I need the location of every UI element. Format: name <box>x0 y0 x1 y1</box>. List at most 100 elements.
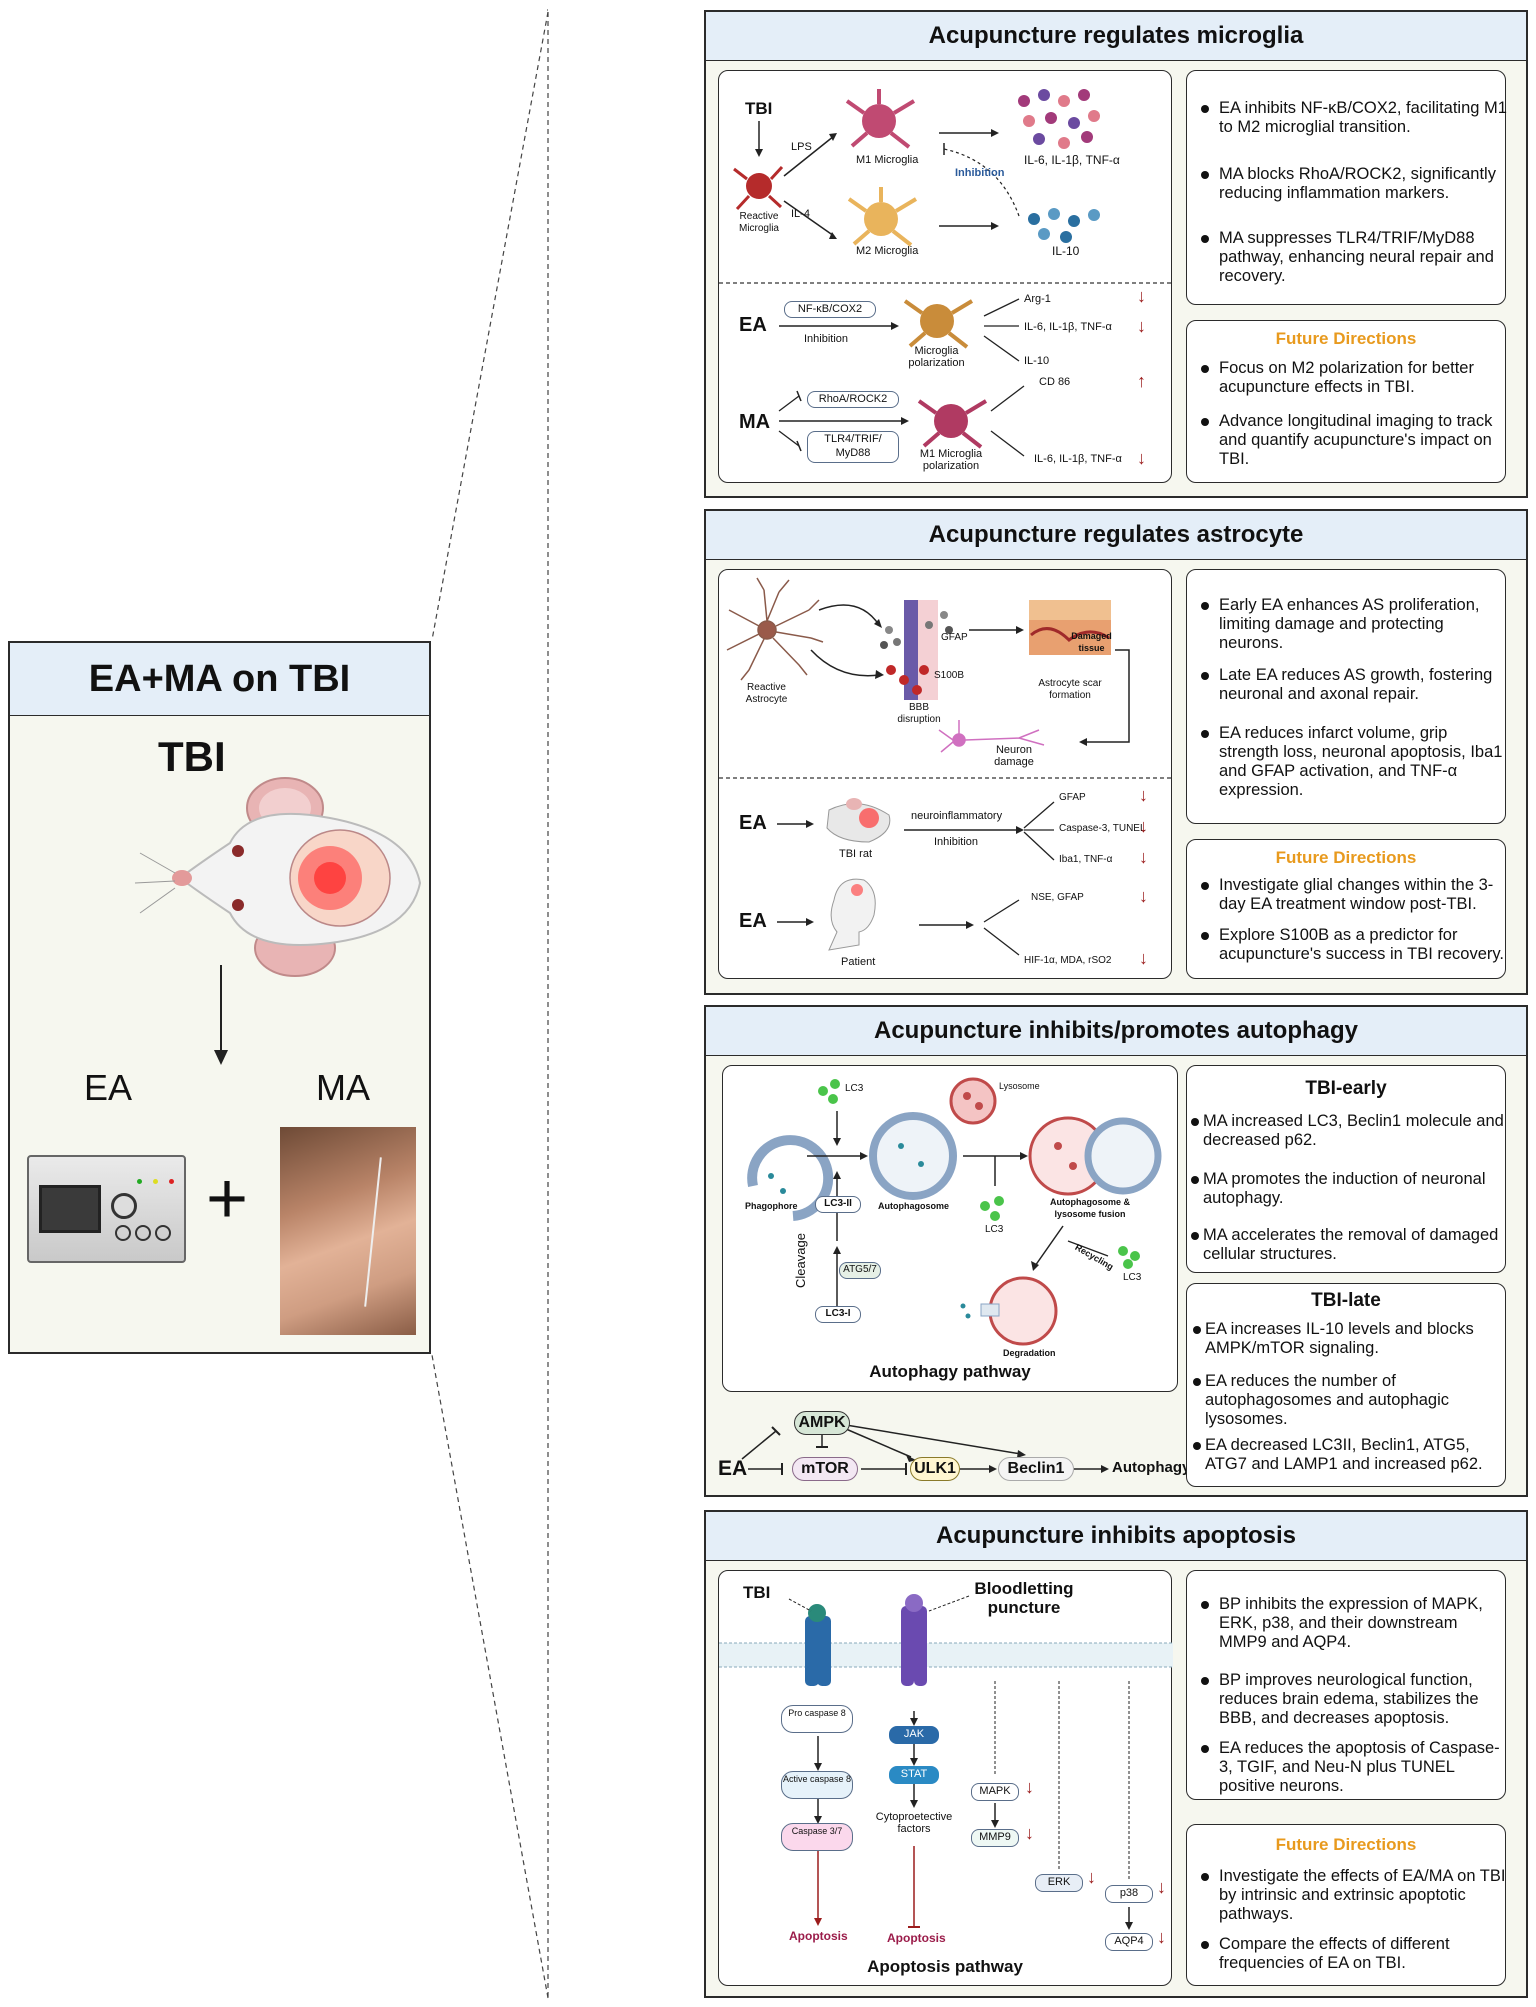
apoptosis-label-1: Apoptosis <box>789 1929 848 1943</box>
microglia-bullet-3: MA suppresses TLR4/TRIF/MyD88 pathway, e… <box>1199 229 1509 286</box>
patient-label: Patient <box>841 956 876 968</box>
microglia-future-box: Future Directions Focus on M2 polarizati… <box>1186 320 1506 483</box>
scar-label: Astrocyte scar formation <box>1038 678 1102 701</box>
gfap-label: GFAP <box>941 632 968 643</box>
bp-label: Bloodletting puncture <box>974 1579 1074 1617</box>
astrocyte-title: Acupuncture regulates astrocyte <box>706 511 1526 560</box>
tbi-rat-label: TBI rat <box>839 848 873 860</box>
p38-down-arrow: ↓ <box>1157 1877 1166 1897</box>
ma-cyto-down-arrow: ↓ <box>1137 448 1146 468</box>
damaged-tissue-icon <box>1029 600 1111 655</box>
tbi-rat-icon <box>826 798 891 843</box>
hif-down-arrow: ↓ <box>1139 948 1148 968</box>
neuroinflammatory-label: neuroinflammatory <box>911 810 1003 822</box>
tbi-late-title: TBI-late <box>1311 1290 1381 1311</box>
microglia-future-title: Future Directions <box>1275 329 1417 348</box>
apoptosis-future-1: Investigate the effects of EA/MA on TBI … <box>1199 1867 1509 1924</box>
nfkb-cox2-pill: NF-κB/COX2 <box>784 301 876 318</box>
apoptosis-diagram-box: TBI Bloodletting puncture Pro caspase 8 … <box>718 1570 1173 1986</box>
tlr4-pill: TLR4/TRIF/ MyD88 <box>807 431 899 463</box>
mtor-pill: mTOR <box>792 1457 858 1481</box>
phagophore-label: Phagophore <box>745 1201 798 1211</box>
pro-caspase8-pill: Pro caspase 8 <box>781 1705 853 1733</box>
m1-microglia-icon <box>845 89 916 149</box>
nse-gfap-label: NSE, GFAP <box>1031 892 1084 903</box>
il4-label: IL-4 <box>791 208 810 220</box>
microglia-bullet-2: MA blocks RhoA/ROCK2, significantly redu… <box>1199 165 1509 203</box>
reactive-microglia-icon <box>733 165 784 211</box>
apoptosis-future-2: Compare the effects of different frequen… <box>1199 1935 1509 1973</box>
microglia-future-1: Focus on M2 polarization for better acup… <box>1199 359 1509 397</box>
astrocyte-bullet-3: EA reduces infarct volume, grip strength… <box>1199 724 1509 800</box>
rat-head-icon <box>134 777 422 977</box>
p38-pill: p38 <box>1105 1885 1153 1903</box>
ea-microglia-icon <box>903 299 974 349</box>
ea-text: EA <box>739 314 767 336</box>
lc3-dots-right <box>1118 1246 1140 1269</box>
ea-text-1: EA <box>739 812 767 834</box>
apoptosis-bullet-2: BP improves neurological function, reduc… <box>1199 1671 1509 1728</box>
cleavage-label: Cleavage <box>793 1233 808 1288</box>
rhoa-rock2-pill: RhoA/ROCK2 <box>807 391 899 408</box>
lc3-top-label: LC3 <box>845 1083 864 1094</box>
stat-pill: STAT <box>889 1766 939 1784</box>
s100b-label: S100B <box>934 670 965 681</box>
ea-il10-label: IL-10 <box>1024 355 1050 367</box>
beclin1-pill: Beclin1 <box>998 1457 1074 1481</box>
lc3-dots-top <box>818 1079 840 1104</box>
microglia-arrows <box>719 89 1173 457</box>
ea-polarization-label: Microglia polarization <box>908 345 965 369</box>
mapk-down-arrow: ↓ <box>1025 1777 1034 1797</box>
tbi-early-title: TBI-early <box>1305 1078 1387 1099</box>
caspase37-pill: Caspase 3/7 <box>781 1823 853 1851</box>
tbi-late-3: EA decreased LC3II, Beclin1, ATG5, ATG7 … <box>1191 1436 1509 1474</box>
autophagy-diagram-box: LC3 Phagophore LC3-II Autophagosome Lyso… <box>722 1065 1178 1392</box>
erk-down-arrow: ↓ <box>1087 1867 1096 1887</box>
tbi-text: TBI <box>745 99 773 118</box>
reactive-astrocyte-label: Reactive Astrocyte <box>745 682 788 705</box>
hif-label: HIF-1α, MDA, rSO2 <box>1024 955 1112 966</box>
ea-cyto-label: IL-6, IL-1β, TNF-α <box>1024 321 1112 333</box>
autophagy-ea-text: EA <box>718 1457 748 1480</box>
m2-label: M2 Microglia <box>856 245 919 257</box>
m2-microglia-icon <box>847 187 918 247</box>
ma-cyto-label: IL-6, IL-1β, TNF-α <box>1034 453 1122 465</box>
autophagy-title: Acupuncture inhibits/promotes autophagy <box>706 1007 1526 1056</box>
astrocyte-bullet-1: Early EA enhances AS proliferation, limi… <box>1199 596 1509 653</box>
astrocyte-panel: Acupuncture regulates astrocyte <box>704 509 1528 995</box>
apoptosis-bullet-3: EA reduces the apoptosis of Caspase-3, T… <box>1199 1739 1509 1796</box>
apoptosis-title: Acupuncture inhibits apoptosis <box>706 1512 1526 1561</box>
apoptosis-future-box: Future Directions Investigate the effect… <box>1186 1824 1506 1986</box>
cd86-label: CD 86 <box>1039 376 1071 388</box>
apoptosis-panel: Acupuncture inhibits apoptosis TBI Blood… <box>704 1510 1528 1998</box>
astrocyte-findings-box: Early EA enhances AS proliferation, limi… <box>1186 569 1506 824</box>
arg1-down-arrow: ↓ <box>1137 286 1146 306</box>
aqp4-pill: AQP4 <box>1105 1933 1153 1951</box>
tbi-late-box: TBI-late EA increases IL-10 levels and b… <box>1186 1283 1506 1487</box>
degradation-label: Degradation <box>1003 1348 1056 1358</box>
fusion-label: Autophagosome & lysosome fusion <box>1050 1197 1130 1219</box>
ea-cyto-down-arrow: ↓ <box>1137 316 1146 336</box>
tbi-receptor-icon <box>805 1604 831 1686</box>
erk-pill: ERK <box>1035 1874 1083 1892</box>
tbi-label: TBI <box>158 733 226 780</box>
m1-label: M1 Microglia <box>856 154 919 166</box>
ma-polarization-label: M1 Microglia polarization <box>919 448 983 472</box>
caspase-down-arrow: ↓ <box>1139 816 1148 836</box>
autophagy-pathway-label: Autophagy pathway <box>869 1362 1031 1381</box>
mapk-pill: MAPK <box>971 1783 1019 1801</box>
aqp4-down-arrow: ↓ <box>1157 1927 1166 1947</box>
iba1-label: Iba1, TNF-α <box>1059 854 1113 865</box>
apoptosis-pathway-label: Apoptosis pathway <box>867 1957 1023 1976</box>
ea-device-icon <box>27 1155 186 1263</box>
bbb-label: BBB disruption <box>897 702 941 725</box>
caspase-tunel-label: Caspase-3, TUNEL <box>1059 823 1146 834</box>
ma-label: MA <box>316 1067 370 1108</box>
astrocyte-future-box: Future Directions Investigate glial chan… <box>1186 839 1506 979</box>
patient-icon <box>828 878 876 951</box>
autophagy-panel: Acupuncture inhibits/promotes autophagy … <box>704 1005 1528 1497</box>
apoptosis-label-2: Apoptosis <box>887 1931 946 1945</box>
ea-inhibition-label: Inhibition <box>804 333 849 345</box>
apoptosis-tbi-text: TBI <box>743 1583 771 1602</box>
